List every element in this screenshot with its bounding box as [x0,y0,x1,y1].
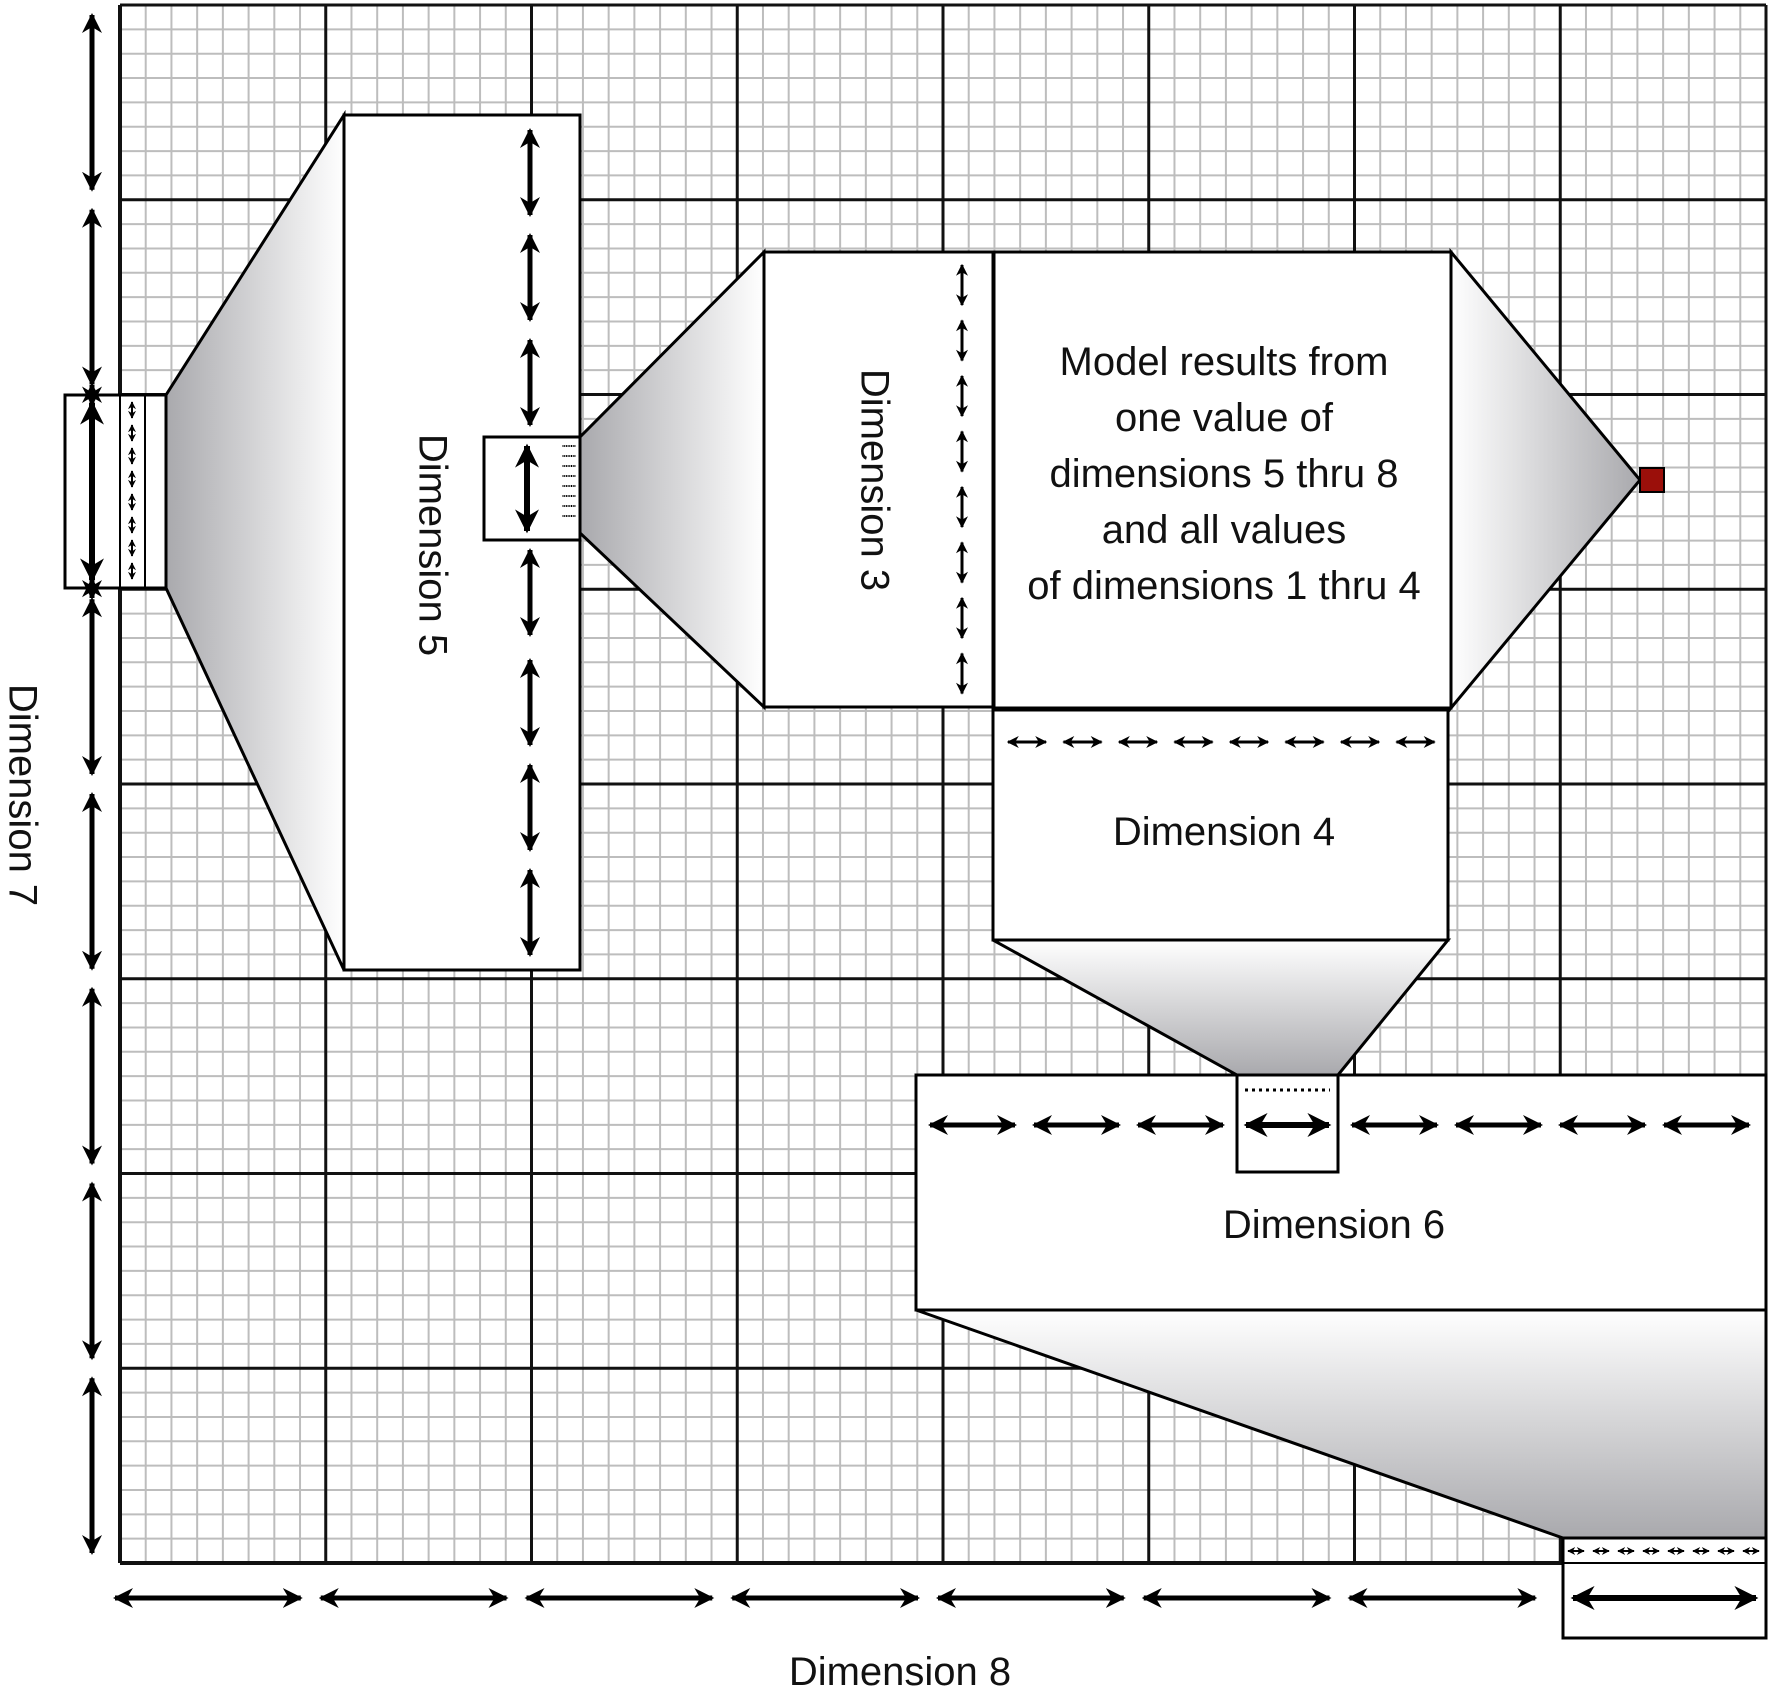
dimension-5-label: Dimension 5 [410,434,454,656]
results-line-1: Model results from [1060,340,1389,384]
dimension-5-selected-box [482,435,582,542]
dimension-7-axis-label: Dimension 7 [0,684,44,906]
results-line-5: of dimensions 1 thru 4 [1027,564,1421,608]
dimension-6-label: Dimension 6 [1223,1203,1445,1247]
result-point-marker [1639,467,1665,493]
dimension-8-selected-box [1561,1536,1768,1640]
dimension-5-selected-sub-arrows [562,445,576,525]
results-line-4: and all values [1102,508,1347,552]
dimension-4-label: Dimension 4 [1113,810,1335,854]
results-line-3: dimensions 5 thru 8 [1049,452,1398,496]
dimension-7-selected-box [63,393,168,590]
results-line-2: one value of [1115,396,1334,440]
dimension-4-box [991,708,1450,942]
results-box [992,250,1453,710]
dimension-6-box [914,1073,1768,1312]
dimension-8-axis-label: Dimension 8 [789,1650,1011,1694]
results-text: Model results from one value of dimensio… [1027,340,1421,608]
dimension-5-box [342,113,582,972]
dimension-3-label: Dimension 3 [852,369,896,591]
